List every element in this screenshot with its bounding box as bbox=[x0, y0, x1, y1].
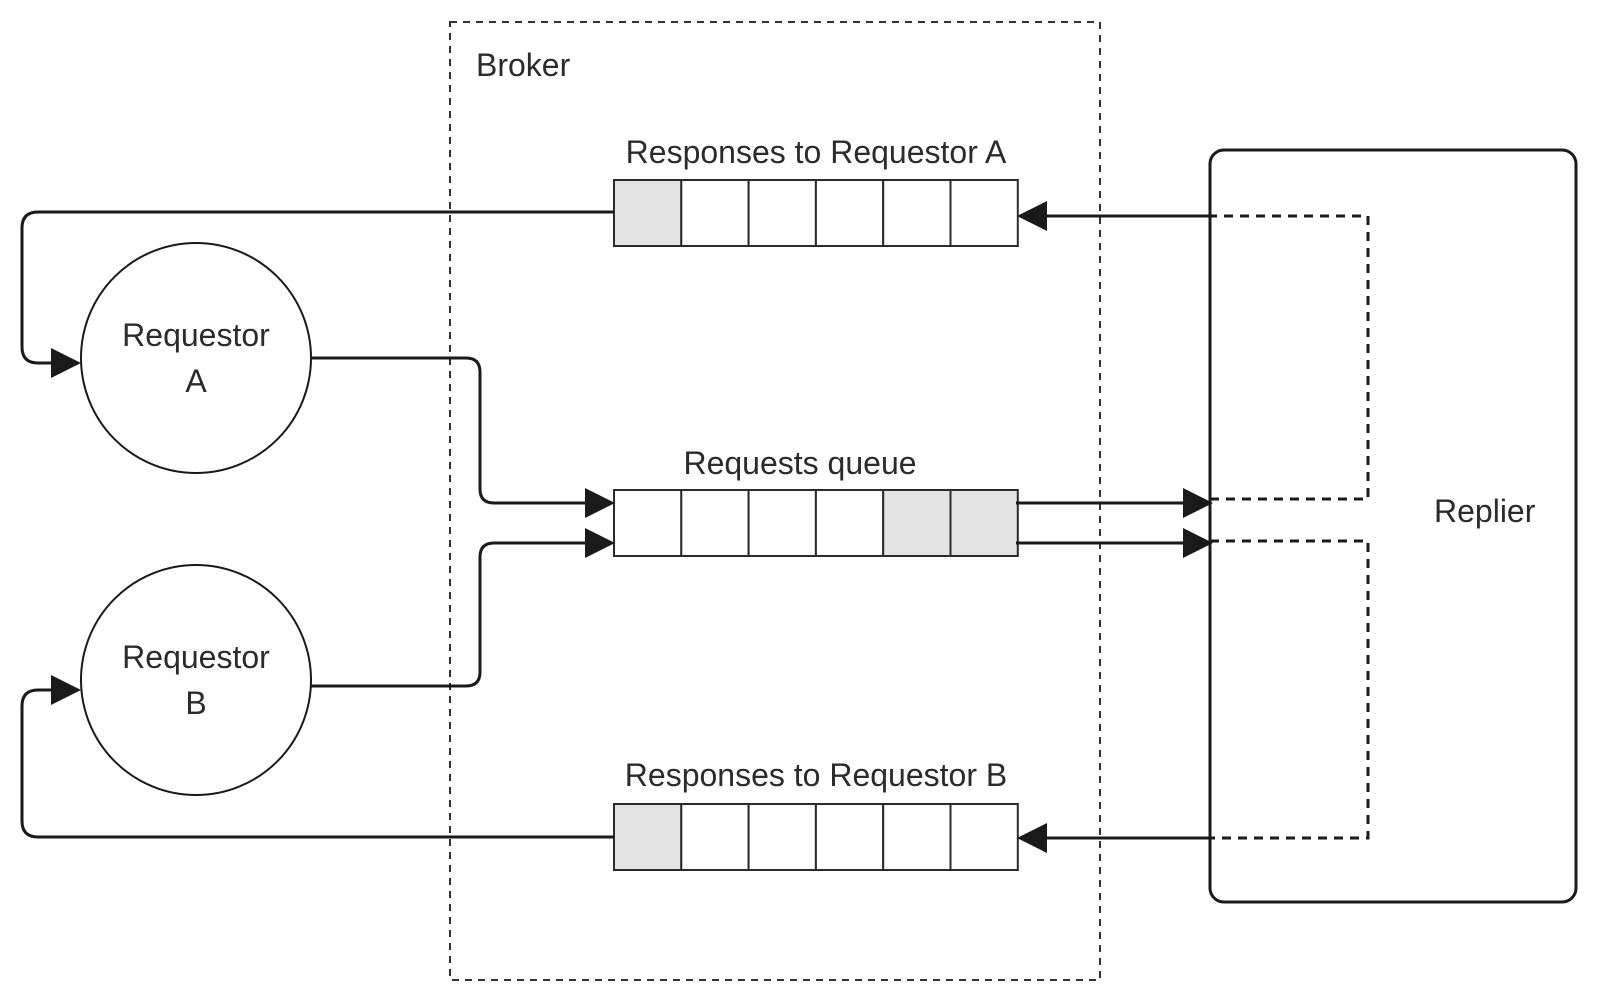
requestor-b-node: Requestor B bbox=[80, 564, 312, 796]
responses-b-queue-cell-6 bbox=[949, 803, 1019, 871]
requestor-b-send-arrow bbox=[311, 528, 615, 688]
requests-queue-cell-1 bbox=[613, 489, 683, 557]
broker-label: Broker bbox=[476, 47, 571, 83]
requestor-b-letter: B bbox=[185, 685, 206, 721]
responses-b-queue-cell-5 bbox=[882, 803, 952, 871]
responses-a-queue-label: Responses to Requestor A bbox=[626, 134, 1007, 170]
responses-a-queue-cell-6 bbox=[949, 179, 1019, 247]
deliver-to-requestor-a-arrow bbox=[20, 210, 614, 378]
requests-queue-label: Requests queue bbox=[683, 445, 916, 481]
requestor-b-name: Requestor bbox=[122, 639, 270, 675]
responses-a-queue-cell-3 bbox=[747, 179, 817, 247]
requestor-a-node: Requestor A bbox=[80, 242, 312, 474]
responses-a-queue-cell-2 bbox=[680, 179, 750, 247]
requestor-a-letter: A bbox=[185, 363, 207, 399]
requestor-a-send-arrow bbox=[311, 356, 615, 518]
responses-b-queue-cell-4 bbox=[814, 803, 885, 871]
broker-box: Broker bbox=[449, 21, 1101, 981]
responses-b-queue-cell-1-message bbox=[613, 803, 683, 871]
responses-a-queue-cell-1-message bbox=[613, 179, 683, 247]
requests-queue-cell-6-message bbox=[949, 489, 1019, 557]
responses-b-queue bbox=[613, 803, 1019, 871]
requestor-a-name: Requestor bbox=[122, 317, 270, 353]
requests-queue-cell-2 bbox=[680, 489, 750, 557]
requests-queue-cell-3 bbox=[747, 489, 817, 557]
replier-box: Replier bbox=[1208, 148, 1578, 904]
responses-a-queue bbox=[613, 179, 1019, 247]
replier-route-to-a bbox=[1210, 214, 1370, 501]
responses-b-queue-cell-3 bbox=[747, 803, 817, 871]
replier-label: Replier bbox=[1434, 493, 1536, 529]
deliver-to-requestor-b-arrow bbox=[20, 675, 614, 839]
responses-a-queue-cell-4 bbox=[814, 179, 885, 247]
responses-a-queue-cell-5 bbox=[882, 179, 952, 247]
requests-queue-cell-4 bbox=[814, 489, 885, 557]
responses-b-queue-label: Responses to Requestor B bbox=[625, 757, 1007, 793]
requests-queue-cell-5-message bbox=[882, 489, 952, 557]
responses-b-queue-cell-2 bbox=[680, 803, 750, 871]
requests-queue bbox=[613, 489, 1019, 557]
replier-route-to-b bbox=[1210, 539, 1370, 840]
